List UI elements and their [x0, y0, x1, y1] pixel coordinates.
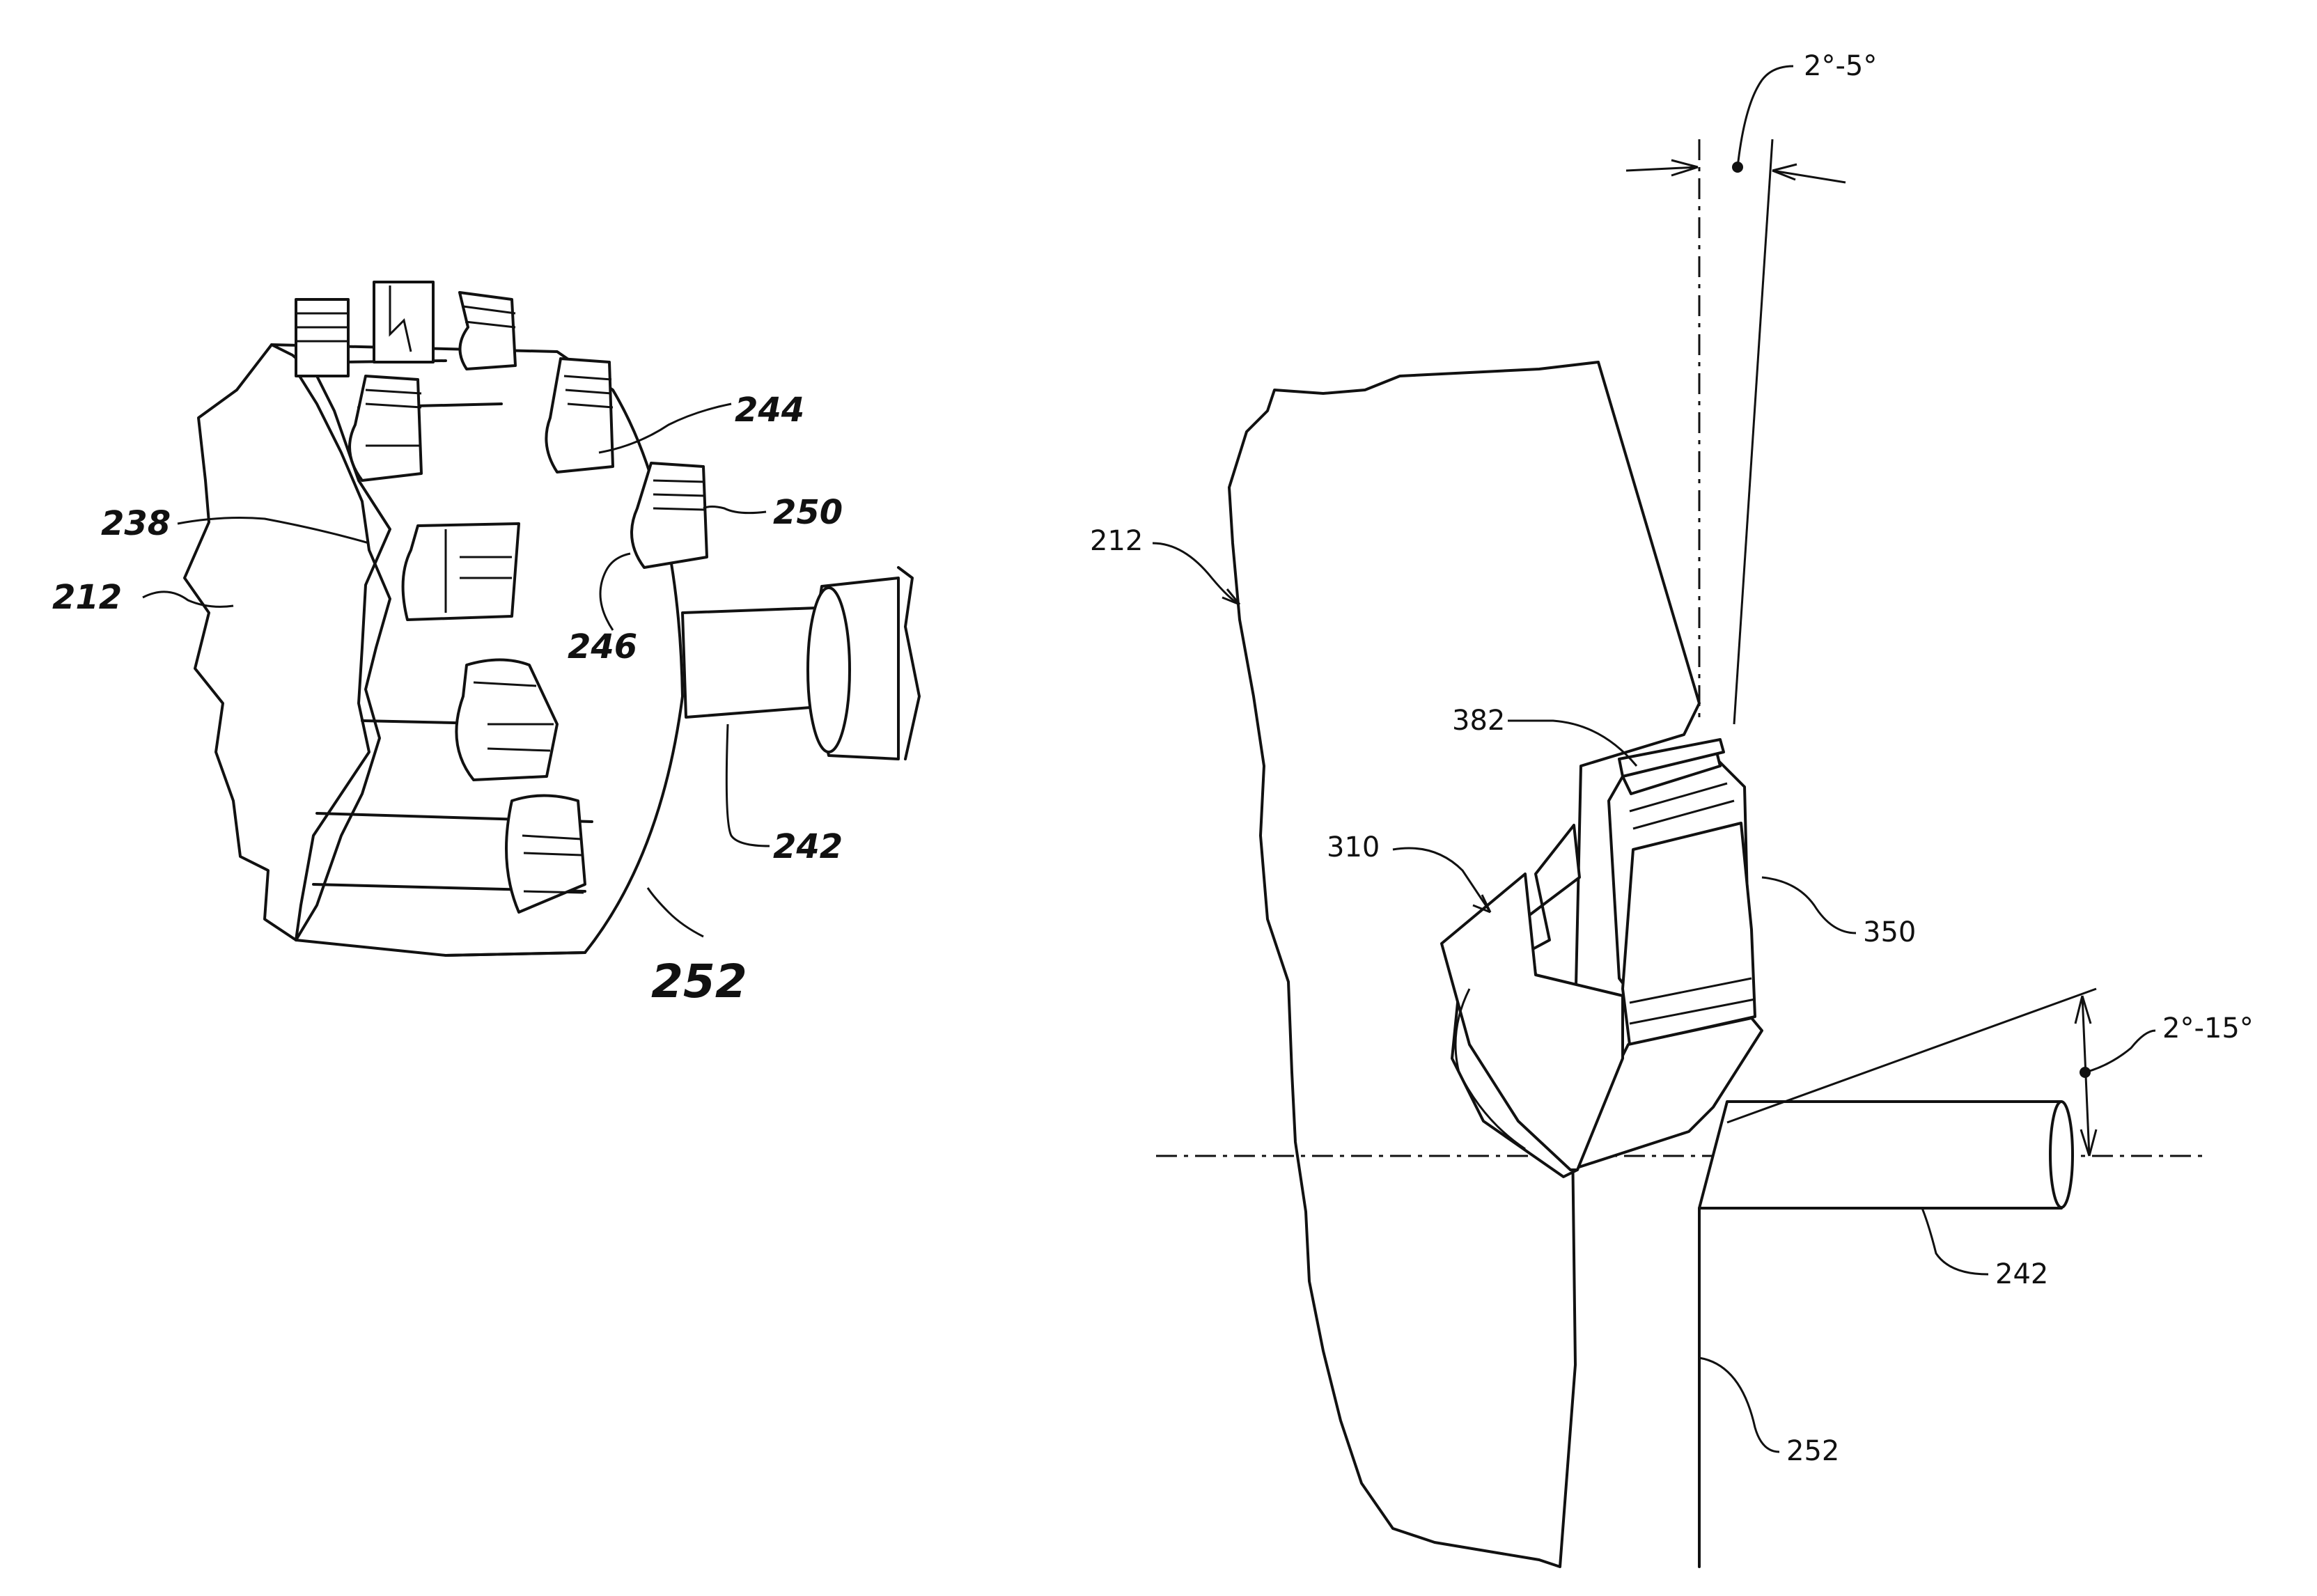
tooth-244: [546, 359, 613, 472]
angle-label-right: 2°-15°: [2162, 1012, 2254, 1045]
label-242-right: 242: [1995, 1258, 2048, 1290]
tilted-reference-line: [1734, 139, 1772, 724]
label-250: 250: [773, 493, 843, 532]
label-242-left: 242: [773, 827, 843, 866]
label-252-right: 252: [1786, 1435, 1839, 1467]
label-212-right: 212: [1090, 525, 1143, 557]
label-382: 382: [1452, 705, 1505, 737]
label-238: 238: [101, 504, 171, 543]
label-244: 244: [735, 391, 804, 430]
angle-dimension-right: 2°-15°: [2075, 996, 2254, 1156]
tooth-top-2: [374, 282, 433, 362]
tooth-top-1: [296, 299, 348, 376]
label-212-left: 212: [52, 578, 122, 617]
shaft-242-right: [1699, 1102, 2073, 1567]
tooth-center: [403, 524, 519, 620]
label-252-left: 252: [651, 955, 747, 1008]
tooth-top-3: [460, 292, 515, 369]
label-246: 246: [568, 627, 637, 666]
shaft-242: [682, 568, 919, 759]
angle-label-top: 2°-5°: [1804, 50, 1877, 82]
label-350: 350: [1863, 916, 1916, 948]
angle-dimension-top: 2°-5°: [1626, 50, 1877, 182]
label-310: 310: [1327, 831, 1380, 863]
left-figure: 238 212 244 250 246 242 252: [52, 282, 919, 1008]
right-figure: 2°-5°: [1090, 50, 2254, 1567]
